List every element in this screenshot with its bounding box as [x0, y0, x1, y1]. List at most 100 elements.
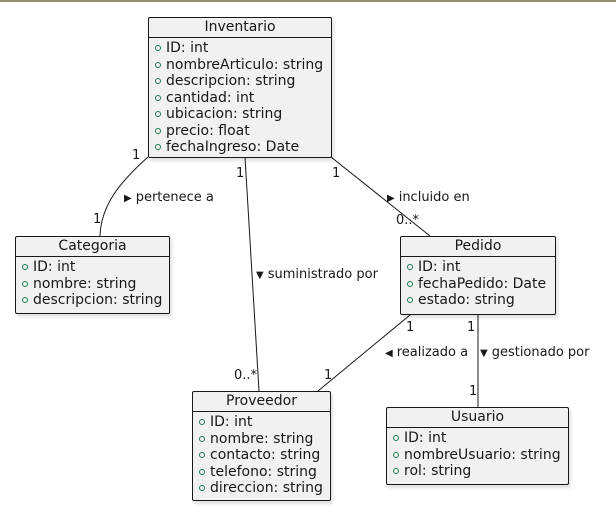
multiplicity: 0..* [396, 213, 420, 228]
attribute-text: direccion: string [210, 480, 323, 496]
class-proveedor[interactable]: Proveedor ID: int nombre: string contact… [192, 391, 331, 501]
label-gestionado: ▼gestionado por [480, 345, 589, 361]
public-visibility-icon [155, 144, 161, 150]
attribute: direccion: string [199, 480, 330, 497]
public-visibility-icon [155, 111, 161, 117]
link-inventario-pedido [330, 156, 431, 237]
attribute-text: contacto: string [210, 447, 321, 463]
link-inventario-categoria [99, 156, 149, 237]
attribute: nombre: string [22, 276, 169, 293]
attribute-text: ID: int [418, 259, 461, 275]
attribute-text: ubicacion: string [166, 106, 283, 122]
attribute: fechaPedido: Date [407, 276, 555, 293]
relation-name: gestionado por [491, 345, 590, 360]
public-visibility-icon [393, 451, 399, 458]
multiplicity: 0..* [234, 368, 258, 383]
attribute: ubicacion: string [155, 106, 331, 123]
attribute-text: fechaIngreso: Date [166, 139, 300, 155]
public-visibility-icon [155, 45, 161, 51]
label-incluido: ▶incluido en [387, 190, 470, 206]
attribute-text: telefono: string [210, 463, 317, 480]
attribute: precio: float [155, 123, 331, 140]
attribute-text: estado: string [418, 292, 515, 308]
relation-name: incluido en [398, 190, 470, 205]
attribute: estado: string [407, 292, 555, 309]
class-name: Proveedor [193, 392, 330, 412]
direction-arrow-icon: ▶ [387, 193, 395, 204]
public-visibility-icon [155, 94, 161, 101]
public-visibility-icon [22, 297, 28, 303]
multiplicity: 1 [469, 384, 478, 399]
top-border [0, 0, 616, 2]
attribute: nombre: string [199, 431, 330, 448]
attribute-list: ID: int nombre: string descripcion: stri… [16, 257, 169, 309]
attribute-text: nombreUsuario: string [404, 446, 561, 463]
class-name: Pedido [401, 237, 555, 257]
attribute-text: descripcion: string [33, 292, 163, 308]
multiplicity: 1 [467, 320, 476, 335]
multiplicity: 1 [406, 320, 415, 335]
attribute-text: descripcion: string [166, 73, 296, 89]
label-suministrado: ▼suministrado por [256, 267, 378, 283]
public-visibility-icon [407, 264, 413, 270]
attribute: descripcion: string [22, 292, 169, 309]
public-visibility-icon [155, 61, 161, 68]
class-name: Inventario [149, 18, 331, 38]
attribute-text: ID: int [33, 259, 76, 275]
attribute-list: ID: int nombreUsuario: string rol: strin… [387, 428, 568, 480]
relation-name: realizado a [396, 345, 469, 360]
direction-arrow-icon: ◀ [385, 348, 393, 359]
public-visibility-icon [393, 435, 399, 441]
attribute-text: nombre: string [210, 430, 314, 447]
multiplicity: 1 [236, 166, 245, 181]
class-usuario[interactable]: Usuario ID: int nombreUsuario: string ro… [386, 407, 569, 485]
direction-arrow-icon: ▼ [256, 270, 264, 281]
multiplicity: 1 [93, 212, 102, 227]
attribute-text: ID: int [210, 414, 253, 430]
multiplicity: 1 [132, 148, 141, 163]
attribute-text: rol: string [404, 463, 472, 479]
class-inventario[interactable]: Inventario ID: int nombreArticulo: strin… [148, 17, 332, 158]
attribute: descripcion: string [155, 73, 331, 90]
direction-arrow-icon: ▶ [124, 193, 132, 204]
attribute-text: precio: float [166, 122, 250, 139]
class-categoria[interactable]: Categoria ID: int nombre: string descrip… [15, 236, 170, 314]
attribute: contacto: string [199, 447, 330, 464]
multiplicity: 1 [332, 166, 341, 181]
attribute: telefono: string [199, 464, 330, 481]
attribute-list: ID: int nombreArticulo: string descripci… [149, 38, 331, 156]
attribute: fechaIngreso: Date [155, 139, 331, 156]
multiplicity: 1 [324, 368, 333, 383]
public-visibility-icon [407, 297, 413, 303]
public-visibility-icon [155, 78, 161, 84]
attribute: ID: int [155, 40, 331, 57]
public-visibility-icon [199, 435, 205, 442]
public-visibility-icon [22, 280, 28, 287]
public-visibility-icon [199, 419, 205, 425]
relation-name: pertenece a [135, 190, 214, 205]
attribute: ID: int [199, 414, 330, 431]
attribute: cantidad: int [155, 90, 331, 107]
relation-name: suministrado por [267, 267, 378, 282]
attribute: ID: int [393, 430, 568, 447]
attribute: nombreArticulo: string [155, 57, 331, 74]
class-pedido[interactable]: Pedido ID: int fechaPedido: Date estado:… [400, 236, 556, 315]
link-pedido-proveedor [317, 314, 411, 392]
public-visibility-icon [199, 485, 205, 491]
direction-arrow-icon: ▼ [480, 348, 488, 359]
public-visibility-icon [199, 452, 205, 458]
public-visibility-icon [407, 280, 413, 287]
class-name: Usuario [387, 408, 568, 428]
label-pertenece: ▶pertenece a [124, 190, 214, 206]
attribute-text: nombreArticulo: string [166, 56, 324, 73]
label-realizado: ◀realizado a [385, 345, 468, 361]
attribute-text: ID: int [166, 40, 209, 56]
attribute-list: ID: int nombre: string contacto: string … [193, 412, 330, 497]
attribute-list: ID: int fechaPedido: Date estado: string [401, 257, 555, 309]
attribute: ID: int [407, 259, 555, 276]
link-inventario-proveedor [244, 156, 260, 392]
attribute: rol: string [393, 463, 568, 480]
attribute: ID: int [22, 259, 169, 276]
attribute: nombreUsuario: string [393, 447, 568, 464]
